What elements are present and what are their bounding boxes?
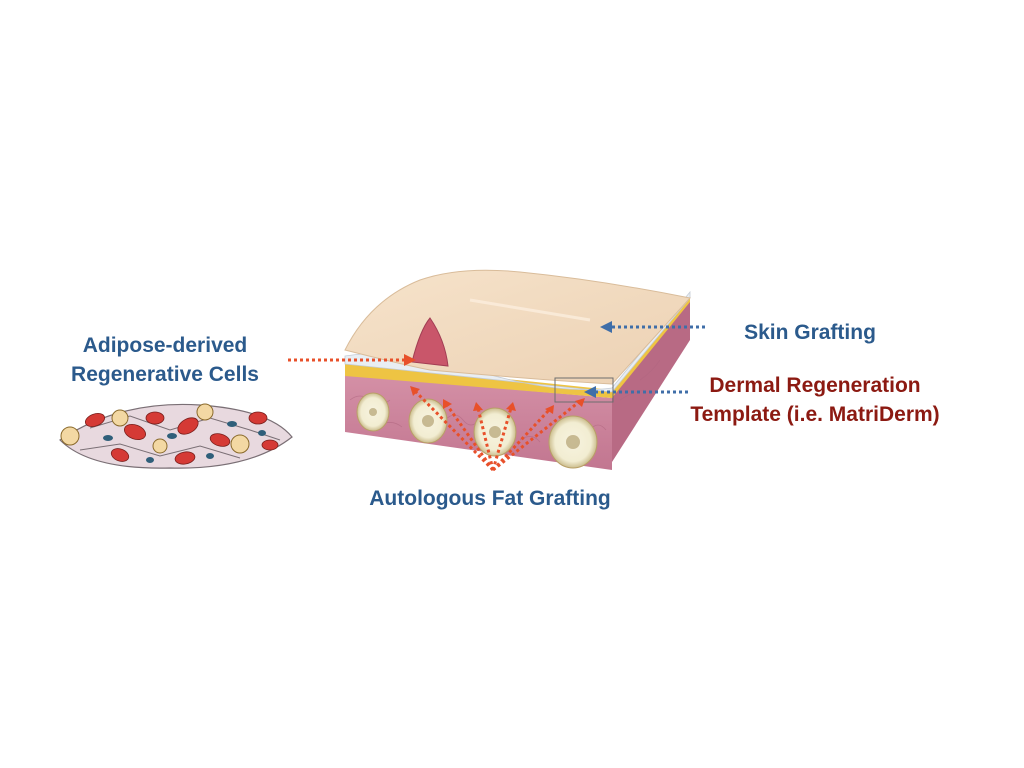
dermal-label-line1: Dermal Regeneration [709,374,921,397]
skin-grafting-arrow [600,321,705,333]
fat-cell [356,392,390,432]
adipose-label-line2: Regenerative Cells [71,363,259,386]
fat-grafting-label: Autologous Fat Grafting [330,484,650,513]
fat-cell [408,398,448,444]
dermal-template-arrow [584,386,688,398]
skin-grafting-label: Skin Grafting [700,318,920,347]
adipose-label-line1: Adipose-derived [82,334,248,357]
fat-grafting-arrows [414,390,580,472]
skin-highlight [469,298,591,322]
dermal-label-line2: Template (i.e. MatriDerm) [690,403,940,426]
fat-grafting-text: Autologous Fat Grafting [369,487,611,510]
adipose-label: Adipose-derived Regenerative Cells [40,331,290,389]
nuclei [103,421,266,463]
skin-grafting-text: Skin Grafting [744,321,876,344]
tissue-block [344,269,691,470]
arrows [288,321,705,472]
yellow-cells [60,403,250,454]
fat-cell [473,407,517,457]
dermis-side [610,300,690,462]
red-cells [84,411,279,465]
fat-cell [548,415,598,469]
template-highlight-box [554,377,614,403]
adipose-arrow [288,354,416,366]
skin-flap [411,317,449,367]
dermal-template-label: Dermal Regeneration Template (i.e. Matri… [660,371,970,429]
adipose-cell-cluster [59,403,293,469]
fat-cells [356,392,598,469]
fat-grafting-arrowheads [410,386,585,414]
